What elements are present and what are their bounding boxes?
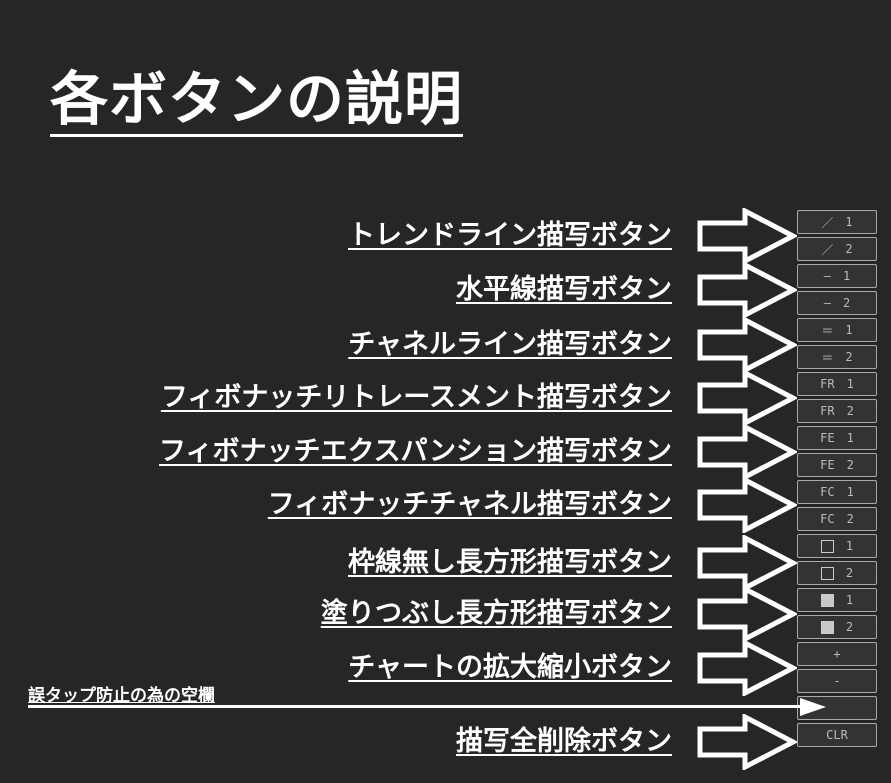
button-number: 2	[846, 512, 854, 526]
button-number: 2	[843, 296, 851, 310]
button-number: 2	[846, 404, 854, 418]
button-description-label: フィボナッチエクスパンション描写ボタン	[159, 436, 672, 467]
rect-outline-icon	[820, 566, 834, 580]
button-symbol: ／	[821, 242, 834, 257]
button-number: 1	[845, 215, 853, 229]
button-number: 1	[845, 539, 854, 553]
button-number: 1	[846, 485, 854, 499]
toolbar-button[interactable]: FE 1	[797, 426, 877, 450]
button-description-label: フィボナッチチャネル描写ボタン	[267, 489, 672, 520]
button-description-label: チャネルライン描写ボタン	[348, 329, 672, 360]
toolbar-button[interactable]: 2	[797, 561, 877, 585]
button-symbol: FR	[820, 404, 835, 418]
button-description-label: 塗りつぶし長方形描写ボタン	[320, 598, 672, 629]
arrow-right-icon	[697, 208, 797, 264]
button-number: 2	[845, 620, 854, 634]
arrow-right-icon	[697, 535, 797, 591]
button-number: 1	[843, 269, 851, 283]
filled-rect-icon	[820, 593, 834, 607]
button-number: 2	[845, 350, 853, 364]
button-symbol: —	[823, 296, 831, 310]
toolbar-button[interactable]: FR 1	[797, 372, 877, 396]
toolbar-button[interactable]: FC 2	[797, 507, 877, 531]
button-description-label: 水平線描写ボタン	[456, 274, 672, 305]
toolbar-button[interactable]: ／2	[797, 237, 877, 261]
button-symbol: FE	[820, 431, 835, 445]
toolbar-button[interactable]: FR 2	[797, 399, 877, 423]
button-description-label: チャートの拡大縮小ボタン	[348, 652, 672, 683]
page-title: 各ボタンの説明	[50, 66, 464, 137]
button-symbol: FC	[820, 485, 835, 499]
button-number: 1	[845, 593, 854, 607]
toolbar-button[interactable]: FC 1	[797, 480, 877, 504]
arrow-right-icon	[697, 370, 797, 426]
arrow-right-icon	[697, 640, 797, 696]
blank-slot-note: 誤タップ防止の為の空欄	[28, 686, 215, 706]
button-number: 2	[846, 458, 854, 472]
arrow-right-icon	[697, 317, 797, 373]
toolbar-button[interactable]: —1	[797, 264, 877, 288]
button-symbol: ＝	[821, 350, 834, 365]
toolbar-button[interactable]: 1	[797, 534, 877, 558]
filled-rect-icon	[820, 620, 834, 634]
button-number: 1	[846, 377, 854, 391]
toolbar-button[interactable]: ＝1	[797, 318, 877, 342]
button-symbol: -	[833, 674, 841, 688]
toolbar-button[interactable]: CLR	[797, 723, 877, 747]
toolbar-button[interactable]: ／1	[797, 210, 877, 234]
button-symbol: FC	[820, 512, 835, 526]
button-symbol: +	[833, 647, 841, 661]
button-description-label: 枠線無し長方形描写ボタン	[348, 547, 672, 578]
arrow-right-icon	[697, 477, 797, 533]
pointer-line	[28, 705, 808, 708]
arrow-right-icon	[697, 424, 797, 480]
button-number: 1	[846, 431, 854, 445]
button-symbol: —	[823, 269, 831, 283]
toolbar-button[interactable]: 2	[797, 615, 877, 639]
arrow-right-icon	[697, 586, 797, 642]
button-description-label: 描写全削除ボタン	[456, 726, 672, 757]
toolbar-button[interactable]: —2	[797, 291, 877, 315]
button-symbol: ＝	[821, 323, 834, 338]
rect-outline-icon	[820, 539, 834, 553]
button-description-label: トレンドライン描写ボタン	[348, 220, 672, 251]
toolbar-button[interactable]: 1	[797, 588, 877, 612]
toolbar-button[interactable]: ＝2	[797, 345, 877, 369]
button-symbol: FR	[820, 377, 835, 391]
button-description-label: フィボナッチリトレースメント描写ボタン	[160, 382, 672, 413]
button-symbol: CLR	[826, 728, 848, 742]
button-number: 1	[845, 323, 853, 337]
arrow-right-icon	[697, 262, 797, 318]
arrow-right-icon	[697, 714, 797, 770]
button-symbol: FE	[820, 458, 835, 472]
toolbar-button[interactable]: FE 2	[797, 453, 877, 477]
pointer-arrowhead-icon	[800, 698, 826, 716]
toolbar-button[interactable]: +	[797, 642, 877, 666]
button-number: 2	[845, 566, 854, 580]
toolbar-button[interactable]: -	[797, 669, 877, 693]
button-symbol: ／	[821, 215, 834, 230]
button-number: 2	[845, 242, 853, 256]
